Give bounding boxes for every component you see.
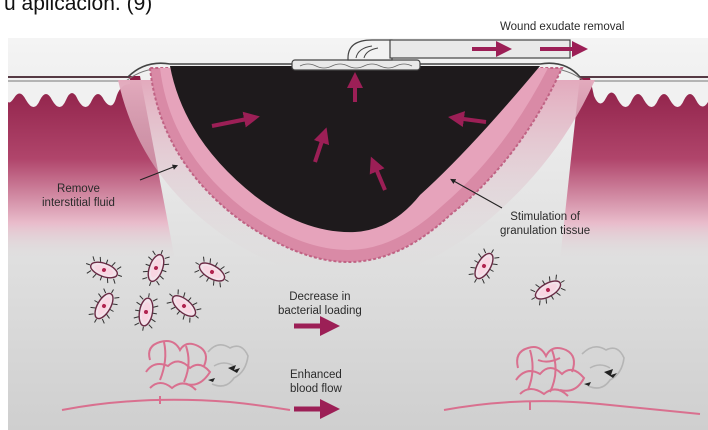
- label-stimulation-granulation: Stimulation of granulation tissue: [500, 210, 590, 238]
- label-stimulation-line2: granulation tissue: [500, 224, 590, 238]
- label-decrease-bacterial: Decrease in bacterial loading: [278, 290, 362, 318]
- label-stimulation-line1: Stimulation of: [500, 210, 590, 224]
- label-enhanced-line2: blood flow: [290, 382, 342, 396]
- label-remove-line2: interstitial fluid: [42, 196, 115, 210]
- label-enhanced-blood-flow: Enhanced blood flow: [290, 368, 342, 396]
- label-remove-interstitial-fluid: Remove interstitial fluid: [42, 182, 115, 210]
- label-decrease-line1: Decrease in: [278, 290, 362, 304]
- label-remove-line1: Remove: [42, 182, 115, 196]
- label-wound-exudate-removal: Wound exudate removal: [500, 20, 624, 34]
- label-decrease-line2: bacterial loading: [278, 304, 362, 318]
- label-enhanced-line1: Enhanced: [290, 368, 342, 382]
